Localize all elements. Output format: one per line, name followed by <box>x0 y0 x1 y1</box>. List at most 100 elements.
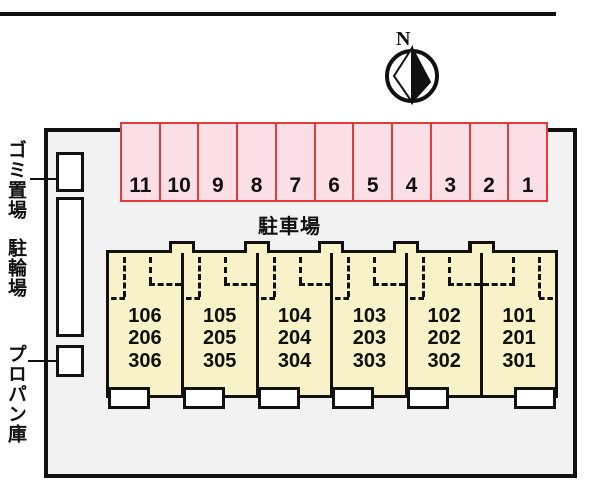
unit-floor2: 206 <box>128 327 162 350</box>
propane-leader-line <box>28 360 60 362</box>
unit-floor3: 302 <box>427 349 461 372</box>
unit-floor1: 104 <box>277 305 312 327</box>
parking-stall[interactable]: 11 <box>122 124 161 200</box>
unit-partition-dash <box>298 283 331 286</box>
unit-column[interactable]: 104 204 304 <box>257 241 345 409</box>
parking-stall-number: 11 <box>129 174 152 197</box>
unit-entrance-porch <box>182 387 225 409</box>
unit-partition-dash <box>448 283 481 286</box>
unit-floor1: 105 <box>203 305 237 327</box>
parking-stall[interactable]: 2 <box>470 124 510 200</box>
road-boundary-line <box>0 12 556 16</box>
unit-column[interactable]: 101 201 301 <box>469 241 556 409</box>
unit-floor2: 205 <box>203 327 237 350</box>
unit-partition-dash <box>111 297 125 300</box>
unit-floor2: 202 <box>427 327 461 350</box>
unit-entrance-porch <box>407 387 450 409</box>
unit-partition-dash <box>223 283 256 286</box>
roof-bump <box>469 241 496 253</box>
unit-entrance-porch <box>513 387 556 409</box>
parking-stall-number: 3 <box>444 174 457 197</box>
parking-stall[interactable]: 5 <box>354 124 394 200</box>
unit-partition-dash <box>149 283 181 286</box>
unit-numbers: 101 201 301 <box>483 305 555 372</box>
parking-stall-number: 10 <box>167 174 191 197</box>
compass-north-label: N <box>396 28 411 50</box>
label-parking-lot: 駐車場 <box>258 214 321 238</box>
unit-floor3: 304 <box>277 349 312 372</box>
label-bicycle-parking: 駐輪場 <box>5 238 27 298</box>
unit-floor1: 103 <box>352 305 387 327</box>
unit-numbers: 102 202 302 <box>408 305 480 372</box>
unit-partition-dash <box>197 257 201 297</box>
unit-floor3: 306 <box>128 349 162 372</box>
facility-box-propane <box>56 345 84 377</box>
unit-partition-dash <box>223 257 227 283</box>
unit-partition-dash <box>538 297 553 300</box>
roof-bump <box>393 241 420 253</box>
unit-entrance-porch <box>257 387 300 409</box>
unit-partition-dash <box>272 257 276 297</box>
unit-partition-dash <box>482 283 515 286</box>
roof-bump <box>318 241 345 253</box>
unit-numbers: 104 204 304 <box>259 305 331 372</box>
unit-partition-dash <box>347 257 351 297</box>
unit-floor3: 303 <box>352 349 387 372</box>
parking-stall[interactable]: 9 <box>199 124 239 200</box>
compass-rose-icon: N <box>382 28 442 106</box>
parking-stall-number: 8 <box>250 174 263 197</box>
unit-floor1: 106 <box>128 305 162 327</box>
unit-partition-dash <box>373 257 377 283</box>
parking-stall-number: 1 <box>521 174 534 197</box>
unit-partition-dash <box>537 257 541 297</box>
unit-partition-dash <box>422 257 426 297</box>
parking-stall-number: 5 <box>366 174 379 197</box>
unit-numbers: 105 205 305 <box>184 305 256 372</box>
apartment-building: 106 206 306 105 205 305 <box>106 241 558 409</box>
parking-lot-strip: 11 10 9 8 7 6 5 4 3 2 1 <box>120 122 548 202</box>
compass-needle-icon <box>385 44 439 106</box>
unit-partition-dash <box>123 257 126 297</box>
parking-stall[interactable]: 6 <box>315 124 355 200</box>
roof-bump <box>168 241 195 253</box>
unit-column[interactable]: 105 205 305 <box>182 241 270 409</box>
parking-stall-number: 7 <box>289 174 302 197</box>
unit-floor2: 201 <box>502 327 536 350</box>
label-garbage-station: ゴミ置場 <box>5 140 27 220</box>
gomi-leader-line <box>30 178 60 180</box>
unit-partition-dash <box>149 257 152 283</box>
unit-column[interactable]: 102 202 302 <box>407 241 495 409</box>
parking-stall[interactable]: 8 <box>238 124 277 200</box>
unit-entrance-porch <box>108 387 150 409</box>
unit-column[interactable]: 103 203 303 <box>332 241 420 409</box>
parking-stall[interactable]: 10 <box>160 124 200 200</box>
unit-partition-dash <box>448 257 452 283</box>
parking-stall[interactable]: 3 <box>431 124 471 200</box>
parking-stall[interactable]: 4 <box>393 124 432 200</box>
label-propane-storage: プロパン庫 <box>5 344 27 444</box>
unit-partition-dash <box>511 257 515 283</box>
unit-numbers: 103 203 303 <box>333 305 405 372</box>
unit-partition-dash <box>185 297 200 300</box>
unit-floor1: 102 <box>427 305 461 327</box>
unit-partition-dash <box>260 297 275 300</box>
unit-partition-dash <box>298 257 302 283</box>
parking-stall-number: 6 <box>328 174 340 197</box>
unit-partition-dash <box>410 297 425 300</box>
parking-stall[interactable]: 1 <box>509 124 547 200</box>
parking-stall-number: 2 <box>483 174 495 197</box>
unit-floor3: 305 <box>203 349 237 372</box>
parking-stall-number: 4 <box>405 174 418 197</box>
facility-box-bicycle-parking <box>56 197 84 337</box>
facility-box-garbage <box>56 152 84 192</box>
unit-partition-dash <box>373 283 406 286</box>
unit-column[interactable]: 106 206 306 <box>108 241 195 409</box>
parking-stall[interactable]: 7 <box>276 124 316 200</box>
unit-partition-dash <box>335 297 350 300</box>
unit-floor2: 203 <box>352 327 387 350</box>
roof-bump <box>243 241 270 253</box>
unit-entrance-porch <box>332 387 375 409</box>
parking-stall-number: 9 <box>211 174 224 197</box>
unit-numbers: 106 206 306 <box>109 305 181 372</box>
